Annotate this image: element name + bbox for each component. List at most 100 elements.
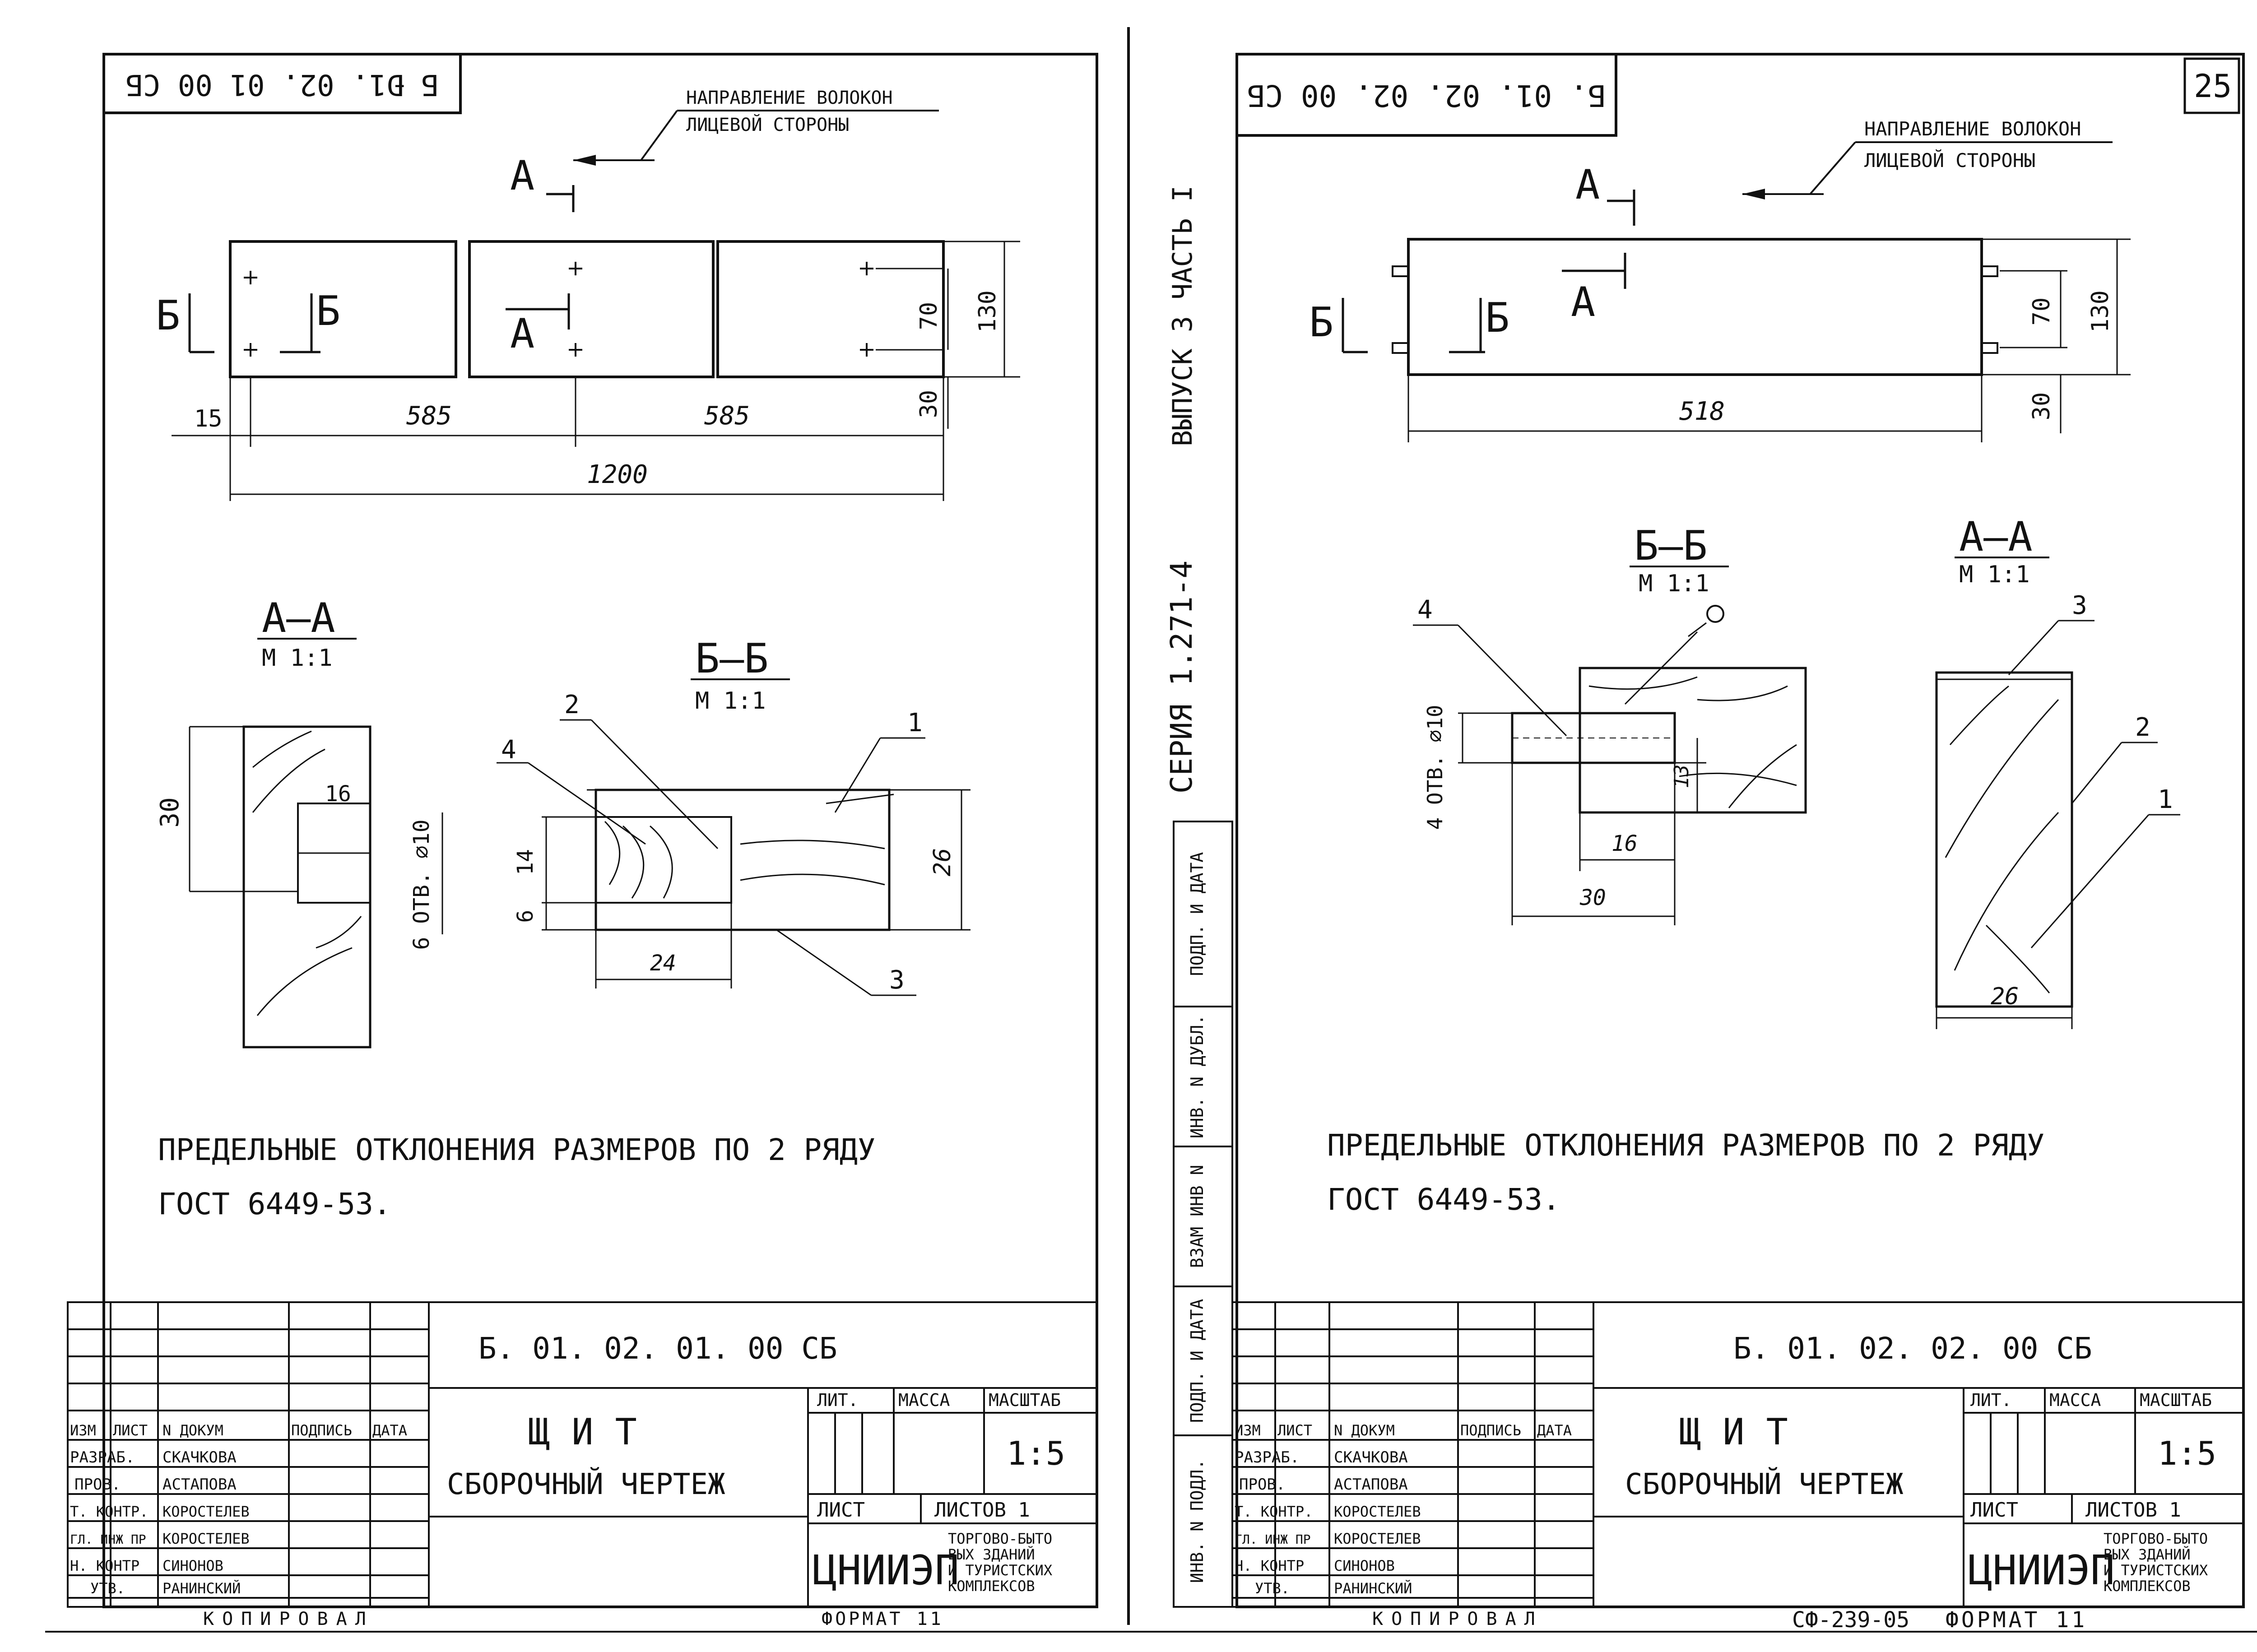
left-callout-1: 1 bbox=[907, 708, 923, 738]
left-tb-h-doc: N ДОКУМ bbox=[163, 1422, 223, 1439]
left-aa-holes: 6 ОТВ. ⌀10 bbox=[409, 820, 434, 950]
left-dim-70: 70 bbox=[915, 302, 943, 330]
right-dim-30: 30 bbox=[2028, 392, 2055, 421]
left-tb-name-2: АСТАПОВА bbox=[163, 1476, 237, 1494]
left-note-1: ПРЕДЕЛЬНЫЕ ОТКЛОНЕНИЯ РАЗМЕРОВ ПО 2 РЯДУ bbox=[158, 1132, 875, 1167]
right-tb-name-5: СИНОНОВ bbox=[1334, 1557, 1395, 1574]
left-org-desc-4: КОМПЛЕКСОВ bbox=[948, 1578, 1035, 1595]
left-doc-code: Б. 01. 02. 01. 00 СБ bbox=[478, 1331, 837, 1366]
left-note-2: ГОСТ 6449-53. bbox=[158, 1187, 391, 1221]
right-bb-dim-16: 16 bbox=[1611, 831, 1638, 856]
right-aa-dim-26: 26 bbox=[1991, 983, 2019, 1010]
left-aa-dim-16: 16 bbox=[325, 781, 351, 807]
left-tb-role-4: ГЛ. ИНЖ ПР bbox=[70, 1532, 146, 1547]
left-bb-dim-24: 24 bbox=[650, 951, 676, 976]
right-org-desc-4: КОМПЛЕКСОВ bbox=[2104, 1578, 2191, 1595]
left-tb-name-5: СИНОНОВ bbox=[163, 1557, 223, 1574]
left-dim-130: 130 bbox=[974, 290, 1001, 333]
left-footer-format: ФОРМАТ 11 bbox=[822, 1609, 944, 1629]
right-stamp-top: Б. 01. 02. 02. 00 СБ bbox=[1247, 78, 1606, 113]
left-org-desc-1: ТОРГОВО-БЫТО bbox=[948, 1530, 1052, 1547]
left-section-a-mid: А bbox=[510, 310, 534, 357]
left-callout-4: 4 bbox=[501, 735, 516, 765]
side-cell-3: ВЗАМ ИНВ N bbox=[1187, 1165, 1207, 1268]
right-callout-3: 3 bbox=[2072, 591, 2087, 620]
right-section-b-2: Б bbox=[1485, 294, 1509, 342]
right-scale-label: МАСШТАБ bbox=[2140, 1390, 2212, 1410]
right-tb-role-6: УТВ. bbox=[1255, 1580, 1290, 1597]
left-org-desc-2: ВЫХ ЗДАНИЙ bbox=[948, 1546, 1035, 1563]
left-aa-scale: М 1:1 bbox=[262, 645, 333, 672]
left-sheet: Б Ð1. 02. 01 00 СБ НАПРАВЛЕНИЕ ВОЛОКОН Л… bbox=[67, 53, 1098, 1629]
left-bb-title: Б—Б bbox=[695, 635, 769, 682]
left-dim-1200: 1200 bbox=[587, 460, 648, 489]
left-tb-role-5: Н. КОНТР bbox=[70, 1557, 139, 1574]
left-tb-role-2: ПРОВ. bbox=[74, 1476, 121, 1494]
left-title-2: СБОРОЧНЫЙ ЧЕРТЕЖ bbox=[447, 1467, 725, 1501]
right-section-b-1: Б bbox=[1309, 299, 1333, 346]
left-scale-value: 1:5 bbox=[1007, 1434, 1065, 1472]
right-tb-role-1: РАЗРАБ. bbox=[1235, 1448, 1299, 1466]
right-page-no: 25 bbox=[2194, 68, 2232, 105]
right-section-a-top: А bbox=[1575, 161, 1600, 209]
left-bb-dim-14: 14 bbox=[513, 849, 538, 875]
left-scale-label: МАСШТАБ bbox=[989, 1390, 1061, 1410]
left-callout-2: 2 bbox=[564, 690, 580, 719]
right-note-2: ГОСТ 6449-53. bbox=[1327, 1182, 1560, 1217]
right-callout-1: 1 bbox=[2158, 785, 2173, 814]
left-sheets-count: ЛИСТОВ 1 bbox=[934, 1499, 1030, 1522]
left-tb-name-1: СКАЧКОВА bbox=[163, 1448, 237, 1466]
left-section-b-2: Б bbox=[316, 288, 340, 335]
left-dim-585-a: 585 bbox=[406, 401, 452, 431]
right-tb-name-2: АСТАПОВА bbox=[1334, 1476, 1408, 1494]
left-tb-h-izm: ИЗМ bbox=[70, 1422, 96, 1439]
right-dim-70: 70 bbox=[2028, 297, 2055, 326]
right-aa-title: А—А bbox=[1959, 513, 2033, 561]
left-aa-dim-30: 30 bbox=[155, 797, 185, 827]
side-cell-2: ИНВ. N ДУБЛ. bbox=[1187, 1015, 1207, 1139]
right-tb-role-5: Н. КОНТР bbox=[1235, 1557, 1304, 1574]
left-stamp-top: Б Ð1. 02. 01 00 СБ bbox=[125, 68, 439, 101]
right-tb-name-6: РАНИНСКИЙ bbox=[1334, 1580, 1412, 1597]
right-title-2: СБОРОЧНЫЙ ЧЕРТЕЖ bbox=[1625, 1467, 1904, 1501]
left-aa-title: А—А bbox=[262, 594, 335, 642]
left-callout-3: 3 bbox=[889, 965, 905, 995]
left-tb-h-list: ЛИСТ bbox=[113, 1422, 148, 1439]
left-mass-label: МАССА bbox=[898, 1390, 950, 1410]
right-footer-format: ФОРМАТ 11 bbox=[1946, 1607, 2087, 1633]
right-tb-role-3: Т. КОНТР. bbox=[1235, 1503, 1313, 1520]
right-aa-scale: М 1:1 bbox=[1959, 561, 2030, 588]
left-fiber-label-2: ЛИЦЕВОЙ СТОРОНЫ bbox=[686, 114, 849, 135]
left-sheet-label: ЛИСТ bbox=[817, 1499, 865, 1522]
left-dim-30-right: 30 bbox=[915, 390, 943, 418]
right-tb-h-list: ЛИСТ bbox=[1277, 1422, 1312, 1439]
side-series: СЕРИЯ 1.271-4 bbox=[1164, 561, 1199, 794]
right-doc-code: Б. 01. 02. 02. 00 СБ bbox=[1733, 1331, 2092, 1366]
right-tb-h-izm: ИЗМ bbox=[1235, 1422, 1261, 1439]
left-dim-15: 15 bbox=[194, 405, 223, 432]
right-lit-label: ЛИТ. bbox=[1970, 1390, 2012, 1410]
right-scale-value: 1:5 bbox=[2158, 1434, 2216, 1472]
right-org-desc-2: ВЫХ ЗДАНИЙ bbox=[2104, 1546, 2191, 1563]
left-tb-name-4: КОРОСТЕЛЕВ bbox=[163, 1530, 250, 1547]
right-title-1: Щ И Т bbox=[1679, 1411, 1788, 1453]
left-tb-h-sign: ПОДПИСЬ bbox=[291, 1422, 352, 1439]
side-issue: ВЫПУСК 3 ЧАСТЬ I bbox=[1167, 186, 1198, 446]
left-bb-scale: М 1:1 bbox=[695, 687, 766, 715]
left-title-1: Щ И Т bbox=[528, 1411, 637, 1453]
right-bb-holes: 4 ОТВ. ⌀10 bbox=[1423, 705, 1447, 830]
left-tb-name-6: РАНИНСКИЙ bbox=[163, 1580, 241, 1597]
left-tb-role-6: УТВ. bbox=[90, 1580, 125, 1597]
right-tb-name-4: КОРОСТЕЛЕВ bbox=[1334, 1530, 1421, 1547]
right-dim-130: 130 bbox=[2087, 290, 2114, 333]
right-fiber-label-2: ЛИЦЕВОЙ СТОРОНЫ bbox=[1864, 149, 2035, 172]
right-note-1: ПРЕДЕЛЬНЫЕ ОТКЛОНЕНИЯ РАЗМЕРОВ ПО 2 РЯДУ bbox=[1327, 1128, 2044, 1163]
right-fiber-label-1: НАПРАВЛЕНИЕ ВОЛОКОН bbox=[1864, 118, 2081, 140]
left-lit-label: ЛИТ. bbox=[817, 1390, 859, 1410]
right-section-a-mid: А bbox=[1571, 278, 1595, 326]
right-org-name: ЦНИИЭП bbox=[1968, 1547, 2115, 1594]
left-dim-585-b: 585 bbox=[704, 401, 750, 431]
right-sheets-count: ЛИСТОВ 1 bbox=[2085, 1499, 2181, 1522]
left-org-name: ЦНИИЭП bbox=[813, 1547, 959, 1594]
